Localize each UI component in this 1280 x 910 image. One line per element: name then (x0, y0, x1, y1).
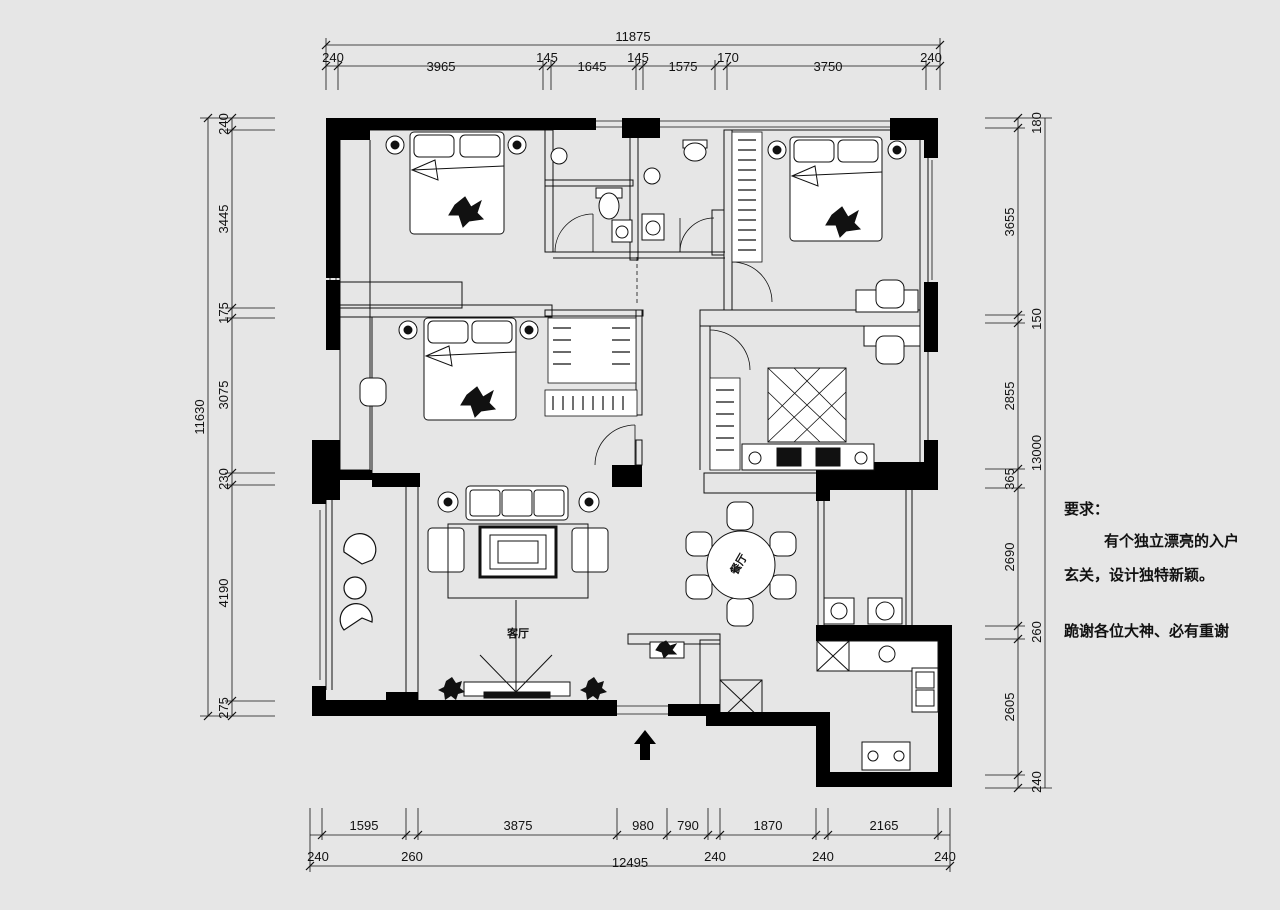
kitchen-counter (741, 367, 875, 471)
dim-top-5: 145 (627, 50, 649, 65)
dim-bottom-5: 1870 (754, 818, 783, 833)
dim-bottom-wall-4: 240 (812, 849, 834, 864)
requirements-line-1: 有个独立漂亮的入户 (1104, 532, 1240, 550)
walls (312, 118, 952, 787)
dim-right-2: 3655 (1002, 208, 1017, 237)
sink-icon (550, 147, 665, 243)
dim-top-4: 1645 (578, 59, 607, 74)
requirements-line-3: 跪谢各位大神、必有重谢 (1064, 622, 1230, 640)
wardrobe-hangers (552, 139, 756, 451)
round-table-icon (685, 501, 797, 627)
dim-right-7: 260 (1029, 621, 1044, 643)
dimension-ticks (203, 40, 1023, 871)
room-label-living: 客厅 (506, 626, 529, 640)
wardrobe-icon (544, 131, 763, 471)
stove-icon (748, 447, 868, 467)
dim-top-total: 11875 (615, 29, 650, 44)
bed-icon (385, 131, 527, 235)
dim-bottom-3: 980 (632, 818, 654, 833)
dim-bottom-wall-3: 240 (704, 849, 726, 864)
dim-right-6: 2690 (1002, 543, 1017, 572)
kitchen-grid (767, 367, 847, 443)
dim-left-total: 11630 (192, 399, 207, 434)
dim-top-7: 170 (717, 50, 739, 65)
dim-top-2: 3965 (427, 59, 456, 74)
dim-top-9: 240 (920, 50, 942, 65)
dim-left-1: 240 (216, 113, 231, 135)
entrance-arrow-icon (634, 730, 656, 760)
dim-bottom-4: 790 (677, 818, 699, 833)
dim-bottom-wall-5: 240 (934, 849, 956, 864)
dim-left-3: 175 (216, 302, 231, 324)
doors (554, 213, 773, 466)
dim-right-3: 150 (1029, 308, 1044, 330)
bed-icon (767, 136, 907, 242)
chair-icon (359, 279, 905, 407)
entrance-cabinet (649, 640, 685, 659)
dim-left-4: 3075 (216, 381, 231, 410)
lamp-icon (437, 491, 600, 513)
dim-top-6: 1575 (669, 59, 698, 74)
dim-bottom-wall-1: 240 (307, 849, 329, 864)
bed-icon (398, 317, 539, 421)
plant-icon (438, 677, 607, 700)
dim-left-2: 3445 (216, 205, 231, 234)
dim-right-total: 13000 (1029, 435, 1044, 471)
dim-top-1: 240 (322, 50, 344, 65)
kitchen-fixtures (816, 597, 939, 771)
toilet-icon (595, 139, 708, 220)
dim-top-8: 3750 (814, 59, 843, 74)
coffee-table-icon (478, 525, 558, 579)
dim-right-4: 2855 (1002, 382, 1017, 411)
dim-top-3: 145 (536, 50, 558, 65)
dim-bottom-2: 3875 (504, 818, 533, 833)
dim-right-8: 2605 (1002, 693, 1017, 722)
dim-bottom-1: 1595 (350, 818, 379, 833)
dimension-labels: 11875 240 3965 145 1645 145 1575 170 375… (192, 29, 1044, 870)
dim-bottom-total: 12495 (612, 855, 648, 870)
requirements-heading: 要求： (1064, 500, 1110, 518)
requirements-line-2: 玄关，设计独特新颖。 (1064, 566, 1215, 584)
dim-left-5: 230 (216, 468, 231, 490)
tv-cabinet-icon (463, 600, 571, 699)
dim-left-6: 4190 (216, 579, 231, 608)
dim-bottom-wall-2: 260 (401, 849, 423, 864)
dim-right-1: 180 (1029, 112, 1044, 134)
dim-left-7: 275 (216, 697, 231, 719)
dim-bottom-6: 2165 (870, 818, 899, 833)
sofa-icon (427, 485, 609, 599)
balcony-chair-icon (339, 533, 377, 631)
dim-right-5: 365 (1002, 468, 1017, 490)
dim-right-9: 240 (1029, 771, 1044, 793)
